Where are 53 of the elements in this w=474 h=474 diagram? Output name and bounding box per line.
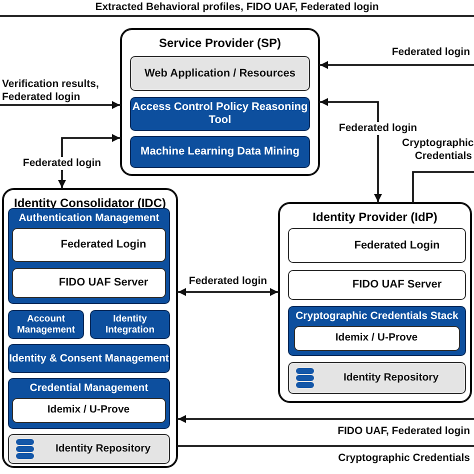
box-label: FIDO UAF Server: [58, 276, 150, 290]
arrow: [320, 61, 474, 69]
component-box: [12, 228, 166, 262]
module-panel: [8, 208, 170, 304]
module-box: [90, 310, 170, 339]
box-label: Account Management: [16, 313, 76, 336]
box-label: FIDO UAF Server: [351, 278, 443, 292]
service-provider-box: [120, 28, 320, 176]
arrow: [178, 415, 474, 423]
component-box: [12, 268, 166, 298]
arrow: [178, 288, 278, 296]
box-label: Identity Repository: [54, 442, 152, 456]
box-label: Federated Login: [353, 238, 441, 252]
box-label: Machine Learning Data Mining: [140, 145, 300, 159]
edge-label: Federated login: [338, 122, 418, 135]
component-box: [294, 326, 460, 350]
edge-label: FIDO UAF, Federated login: [338, 425, 470, 438]
module-panel: [8, 378, 170, 429]
repository-box: [8, 434, 170, 464]
identity-consolidator-box: [2, 188, 178, 468]
edge-label: Cryptographic Credentials: [402, 137, 472, 162]
box-label: Idemix / U-Prove: [334, 332, 419, 344]
arrow: [0, 101, 120, 109]
edge-label: Federated login: [392, 46, 470, 59]
box-title: Authentication Management: [18, 212, 160, 225]
box-title: Service Provider (SP): [158, 36, 282, 50]
box-title: Cryptographic Credentials Stack: [294, 310, 460, 323]
module-panel: [288, 306, 466, 356]
box-label: Identity Integration: [104, 313, 156, 336]
edge-label: Federated login: [22, 157, 102, 170]
module-box: [8, 310, 84, 339]
arrow: [58, 134, 120, 188]
edge-label: Cryptographic Credentials: [338, 452, 470, 465]
module-box: [8, 344, 170, 373]
box-label: Federated Login: [60, 238, 148, 252]
identity-provider-box: [278, 202, 472, 403]
note-text: Extracted Behavioral profiles, FIDO UAF, Federated login: [95, 1, 379, 14]
box-title: Identity Provider (IdP): [312, 210, 438, 224]
component-box: [288, 270, 466, 300]
box-title: Identity Consolidator (IDC): [13, 196, 167, 210]
component-box: [130, 56, 310, 91]
box-label: Access Control Policy Reasoning Tool: [131, 100, 309, 128]
box-title: Credential Management: [28, 382, 150, 395]
component-box: [288, 228, 466, 263]
component-box: [12, 398, 166, 422]
box-label: Idemix / U-Prove: [46, 404, 131, 416]
arrow: [320, 98, 382, 202]
box-label: Identity & Consent Management: [9, 352, 169, 365]
box-label: Identity Repository: [342, 372, 440, 384]
repository-box: [288, 362, 466, 394]
component-box: [130, 136, 310, 168]
box-label: Web Application / Resources: [144, 66, 296, 80]
edge-label: Federated login: [188, 275, 268, 288]
